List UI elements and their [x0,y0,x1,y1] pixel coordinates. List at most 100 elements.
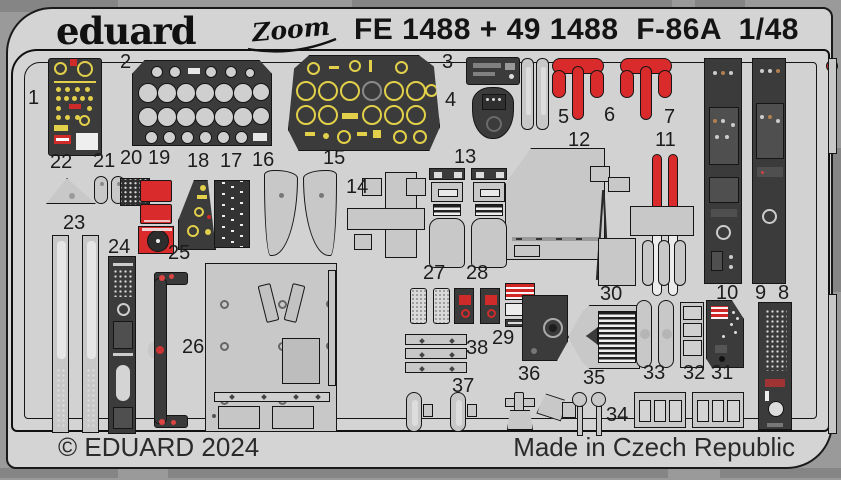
pe-part [214,180,250,248]
pe-part [473,182,505,202]
pe-part [471,168,507,180]
pe-part-detail [323,133,329,139]
pe-part-detail [56,138,69,141]
pe-part-detail [713,119,717,123]
pe-part-detail [252,83,270,101]
fret-frame [11,49,830,432]
pe-part-detail [233,83,253,103]
pe-part [620,70,634,98]
pe-part [598,238,636,286]
pe-part [758,302,792,430]
pe-part-detail [669,400,682,422]
pe-part [362,178,382,196]
pe-part-detail [476,172,484,178]
pe-part [108,256,136,434]
pe-part [536,58,549,130]
part-number-label: 1 [28,87,40,109]
part-number-label: 23 [63,212,86,234]
pe-part-detail [713,71,717,75]
pe-part-detail [252,107,270,125]
pe-part [405,348,467,359]
pe-part-detail [709,107,739,165]
pe-part-detail [683,306,702,320]
pe-part-detail [486,116,502,132]
pe-part [48,58,102,156]
pe-part-detail [456,400,462,426]
pe-part-detail [715,135,719,139]
pe-part-detail [729,71,733,75]
pe-part-detail [69,193,75,199]
pe-part-detail [144,220,170,222]
pe-part-detail [214,83,234,103]
pe-part-detail [536,238,542,240]
pe-part-detail [113,407,133,429]
pe-part-detail [79,115,90,126]
pe-part-detail [473,63,501,68]
pe-part-detail [449,352,455,358]
pe-part-detail [159,275,165,281]
pe-part-detail [639,400,651,422]
pe-part-detail [487,309,496,318]
pe-part-detail [156,239,160,243]
pe-part-detail [762,209,777,224]
part-number-label: 5 [558,106,570,128]
part-number-label: 12 [568,129,591,151]
pe-part-detail [157,107,177,127]
pe-part-detail [113,353,133,356]
pe-part [138,226,174,254]
pe-part-detail [80,96,85,101]
pe-part-detail [362,105,382,125]
pe-part [178,180,216,250]
pe-part [405,362,467,373]
pe-part-detail [765,391,769,401]
pe-part-detail [419,352,425,358]
pe-part-detail [76,133,98,150]
pe-part-detail [757,167,783,177]
pe-part-detail [207,215,211,219]
pe-part-detail [709,177,739,203]
pe-part-detail [77,61,93,77]
pe-part [480,288,500,324]
pe-part [450,392,466,432]
pe-part [406,178,426,196]
part-number-label: 10 [716,282,739,304]
pe-part-detail [340,81,360,101]
part-number-label: 13 [454,146,477,168]
pe-part-detail [369,60,372,72]
pe-part-detail [64,96,69,101]
pe-part-detail [113,321,133,349]
pe-part-detail [712,400,724,422]
pe-part [406,392,422,432]
pe-part [429,218,465,268]
pe-part [706,300,744,368]
pe-part-detail [214,392,330,402]
pe-part [630,206,694,236]
pe-part [828,58,837,154]
pe-part-detail [541,67,546,115]
part-number-label: 31 [711,362,734,384]
pe-part-detail [509,74,514,79]
pe-part-detail [296,81,316,101]
pe-part-detail [318,105,338,125]
pe-part [354,234,372,250]
pe-part [46,178,96,204]
pe-part [608,177,630,192]
pe-part-detail [54,81,96,83]
pe-part-detail [100,182,104,186]
pe-part-detail [342,113,358,119]
pe-part-detail [56,368,67,428]
pe-part [52,235,69,433]
pe-part-detail [711,306,728,319]
pe-part [590,70,604,98]
pe-part [596,406,602,436]
pe-part-detail [159,419,165,425]
pe-part [590,166,610,182]
part-number-label: 17 [220,150,243,172]
pe-part-detail [195,107,215,127]
pe-part-detail [278,300,287,309]
pe-part-detail [492,98,495,101]
pe-part [572,392,587,407]
pe-part-detail [767,423,783,427]
pe-part [405,334,467,345]
